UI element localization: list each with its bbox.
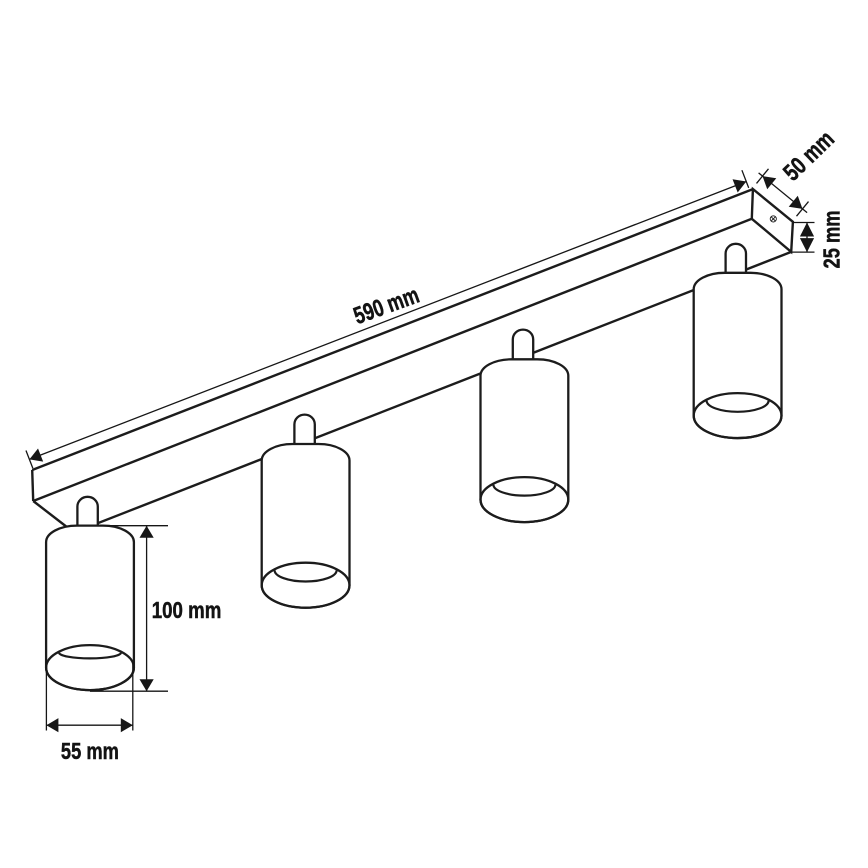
svg-text:100 mm: 100 mm xyxy=(152,597,222,623)
svg-text:25 mm: 25 mm xyxy=(819,210,845,268)
svg-text:55 mm: 55 mm xyxy=(61,738,119,764)
